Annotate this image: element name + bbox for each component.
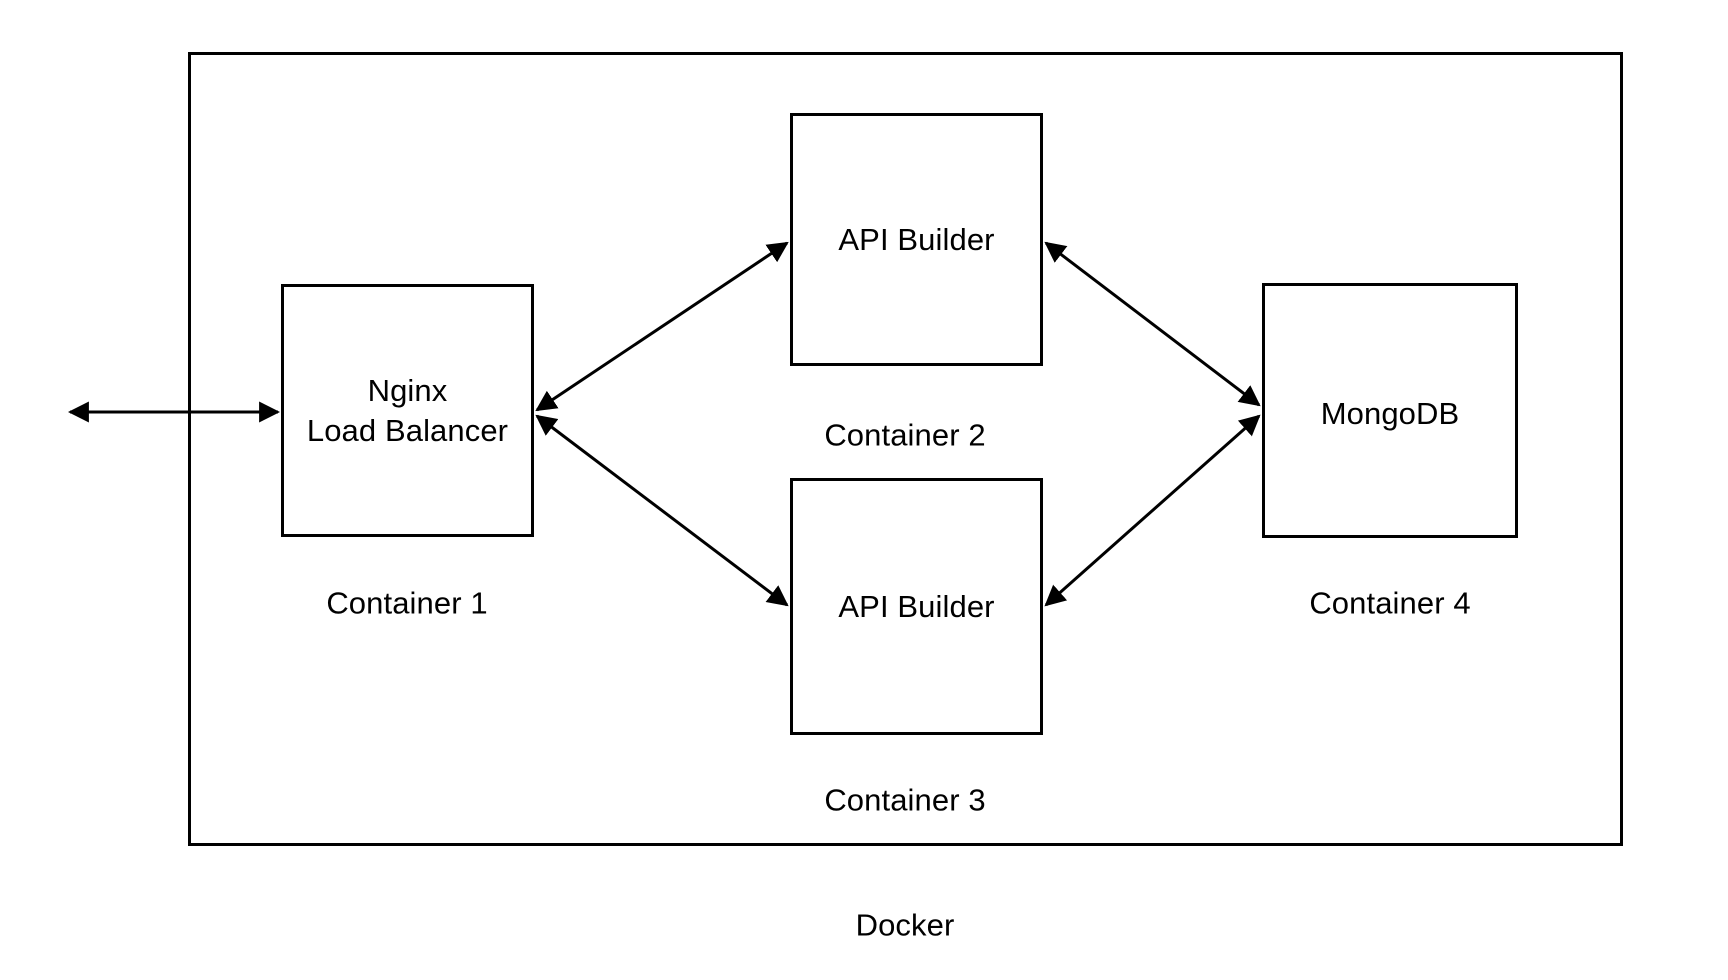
caption-container-4: Container 4 <box>1309 585 1471 621</box>
node-api-builder-1[interactable]: API Builder <box>790 113 1043 366</box>
connection-nginx-to-api-builder-2 <box>535 414 789 607</box>
node-mongodb[interactable]: MongoDB <box>1262 283 1518 538</box>
caption-container-3: Container 3 <box>824 782 986 818</box>
node-nginx-label: Nginx Load Balancer <box>306 372 509 448</box>
docker-group-frame <box>188 52 1623 846</box>
caption-container-2: Container 2 <box>824 417 986 453</box>
node-api-builder-2[interactable]: API Builder <box>790 478 1043 735</box>
docker-group-label: Docker <box>855 907 955 943</box>
node-api-builder-1-label: API Builder <box>838 221 995 257</box>
connection-api-builder-2-to-mongodb <box>1044 414 1261 607</box>
node-api-builder-2-label: API Builder <box>838 588 995 624</box>
connection-api-builder-1-to-mongodb <box>1044 241 1261 407</box>
connection-nginx-to-api-builder-1 <box>535 241 789 412</box>
node-nginx[interactable]: Nginx Load Balancer <box>281 284 534 537</box>
node-mongodb-label: MongoDB <box>1320 396 1460 431</box>
caption-container-1: Container 1 <box>326 585 488 621</box>
